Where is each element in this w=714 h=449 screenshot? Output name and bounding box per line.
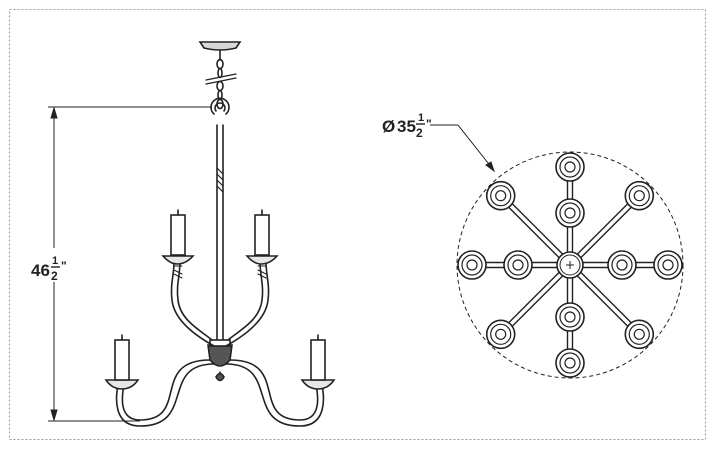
outer-candle-cup <box>555 152 585 182</box>
lower-arm-right-inner <box>225 363 325 427</box>
front-elevation <box>104 41 336 427</box>
height-denominator: 2 <box>51 269 58 283</box>
inner-candle-cup <box>503 250 533 280</box>
arm-line <box>579 206 632 259</box>
arm-line <box>508 271 561 324</box>
height-whole: 46 <box>31 261 50 280</box>
diameter-whole: 35 <box>397 117 416 136</box>
top-view-cups <box>457 152 683 378</box>
center-stem <box>216 124 224 341</box>
inner-candle-cup <box>555 198 585 228</box>
ceiling-canopy <box>198 41 242 61</box>
upper-candle-left <box>161 209 195 279</box>
center-bowl <box>207 339 233 382</box>
outer-candle-cup <box>485 180 516 211</box>
upper-arm-left-inner <box>170 261 215 347</box>
chain-break-marker <box>205 73 237 85</box>
center-hub <box>556 251 584 279</box>
outer-candle-cup <box>457 250 487 280</box>
arm-line <box>579 271 632 324</box>
hanging-loop <box>210 97 230 115</box>
diameter-numerator: 1 <box>418 112 424 124</box>
outer-candle-cup <box>485 319 516 350</box>
inner-candle-cup <box>555 302 585 332</box>
arm-line <box>508 206 561 259</box>
diameter-leader <box>430 124 495 173</box>
arm-line <box>576 274 629 327</box>
diameter-prefix: Ø <box>382 117 395 136</box>
upper-arm-left <box>176 261 213 341</box>
diameter-outline <box>456 151 684 379</box>
inner-candle-cup <box>607 250 637 280</box>
arm-line <box>576 203 629 256</box>
top-view <box>456 151 684 379</box>
arm-line <box>511 203 564 256</box>
drawing-border <box>9 9 706 440</box>
outer-candle-cup <box>624 180 655 211</box>
diameter-unit: " <box>426 117 432 131</box>
height-numerator: 1 <box>52 255 58 267</box>
height-label: 46 1 2 " <box>28 248 80 283</box>
diameter-label: Ø 35 1 2 " <box>382 112 432 140</box>
upper-arm-right-inner <box>225 261 270 347</box>
outer-candle-cup <box>653 250 683 280</box>
lower-arm-left-inner <box>115 363 215 427</box>
upper-arm-right <box>227 261 264 341</box>
chain <box>216 58 224 110</box>
upper-candle-right <box>245 209 279 279</box>
arm-line <box>511 274 564 327</box>
diameter-denominator: 2 <box>416 126 423 140</box>
height-unit: " <box>61 259 67 273</box>
outer-candle-cup <box>624 319 655 350</box>
lower-candle-right <box>300 334 336 390</box>
lower-candle-left <box>104 334 140 390</box>
lower-arm-right <box>229 359 319 421</box>
outer-candle-cup <box>555 348 585 378</box>
lower-arm-left <box>121 359 211 421</box>
